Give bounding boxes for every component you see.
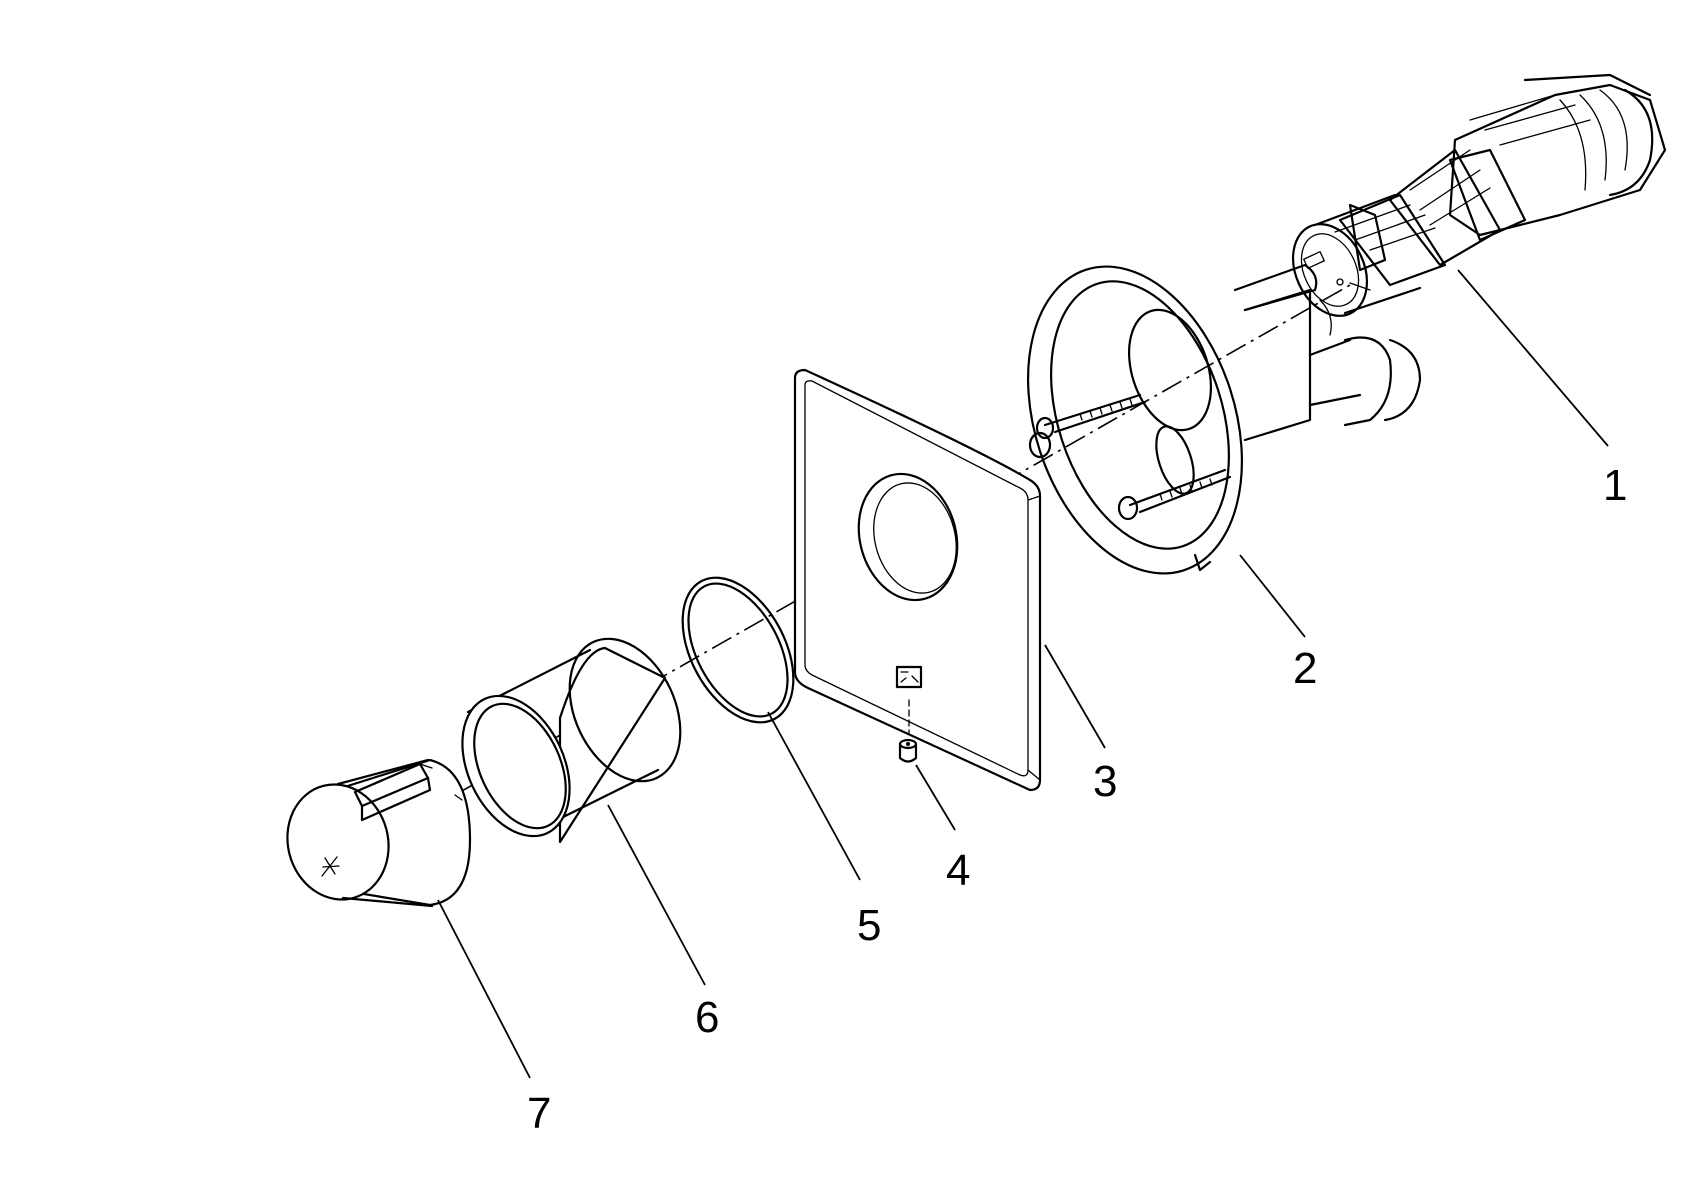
part-handle-knob [286, 758, 472, 908]
part-cover-plate [793, 368, 1042, 792]
leader-1 [1457, 269, 1609, 447]
part-grub-screw [898, 699, 918, 763]
callout-5: 5 [857, 901, 881, 950]
leader-5 [767, 711, 861, 881]
part-mounting-ring [1026, 263, 1422, 575]
leader-6 [607, 804, 706, 986]
leader-7 [437, 899, 531, 1079]
leader-2 [1239, 554, 1306, 638]
callout-2: 2 [1293, 644, 1317, 693]
callout-7: 7 [527, 1089, 551, 1138]
callout-6: 6 [695, 993, 719, 1042]
leader-3 [1044, 644, 1106, 749]
callout-3: 3 [1093, 757, 1117, 806]
part-cartridge [1292, 73, 1667, 317]
callout-4: 4 [946, 846, 970, 895]
center-axis [454, 284, 1351, 796]
leader-4 [915, 764, 956, 831]
callout-1: 1 [1603, 461, 1627, 510]
part-o-ring [681, 576, 795, 724]
part-sleeve [461, 637, 682, 844]
